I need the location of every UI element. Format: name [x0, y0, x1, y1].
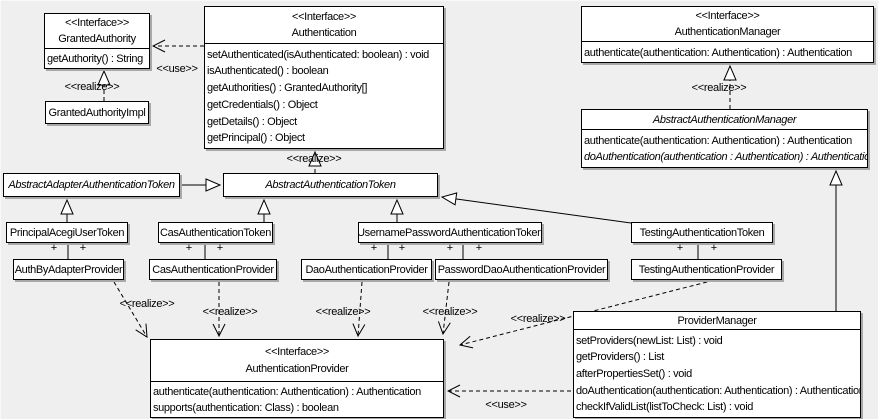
- association-plus-label: +: [50, 242, 58, 254]
- method: checkIfValidList(listToCheck: List) : vo…: [576, 401, 754, 414]
- edge-label-realize: <<realize>>: [286, 153, 342, 165]
- edge-label-realize: <<realize>>: [691, 82, 747, 94]
- class-name: ProviderManager: [677, 314, 757, 327]
- class-name: CasAuthenticationToken: [160, 226, 271, 239]
- class-stereotype: <<Interface>>: [695, 10, 760, 23]
- edge-label-use: <<use>>: [485, 399, 527, 411]
- edge-label-realize: <<realize>>: [510, 313, 566, 325]
- class-box-dao-authentication-provider[interactable]: DaoAuthenticationProvider: [301, 259, 432, 280]
- association-plus-label: +: [398, 242, 406, 254]
- class-box-testing-authentication-provider[interactable]: TestingAuthenticationProvider: [631, 259, 782, 280]
- method: getDetails() : Object: [207, 115, 297, 128]
- class-name: GrantedAuthority: [58, 32, 136, 45]
- edge-realize-daoauthenticationprovider[interactable]: [358, 281, 362, 336]
- class-name: TestingAuthenticationProvider: [638, 263, 775, 276]
- method: setProviders(newList: List) : void: [576, 334, 723, 347]
- class-box-username-password-authentication-token[interactable]: UsernamePasswordAuthenticationToken: [358, 222, 542, 243]
- edge-realize-passworddaoauthenticationprovider[interactable]: [443, 281, 449, 334]
- class-name: AuthenticationProvider: [245, 363, 349, 376]
- class-box-auth-by-adapter-provider[interactable]: AuthByAdapterProvider: [13, 259, 124, 280]
- class-name: PrincipalAcegiUserToken: [9, 226, 125, 239]
- method: doAuthentication(authentication: Authent…: [576, 384, 860, 397]
- class-name: AbstractAuthenticationToken: [265, 179, 396, 191]
- class-header: AbstractAuthenticationManager: [582, 110, 867, 129]
- class-stereotype: <<Interface>>: [292, 11, 356, 23]
- class-header: <<Interface>> GrantedAuthority: [45, 14, 149, 48]
- edge-label-realize: <<realize>>: [202, 306, 258, 318]
- class-box-password-dao-authentication-provider[interactable]: PasswordDaoAuthenticationProvider: [435, 259, 608, 280]
- class-name: AbstractAdapterAuthenticationToken: [8, 179, 175, 191]
- class-box-granted-authority-impl[interactable]: GrantedAuthorityImpl: [45, 101, 149, 124]
- association-plus-label: +: [676, 242, 684, 254]
- class-name: GrantedAuthorityImpl: [48, 106, 146, 119]
- class-box-cas-authentication-provider[interactable]: CasAuthenticationProvider: [149, 259, 277, 280]
- association-plus-label: +: [446, 242, 454, 254]
- association-plus-label: +: [79, 242, 87, 254]
- class-name: TestingAuthenticationToken: [639, 226, 765, 239]
- class-box-authentication[interactable]: <<Interface>> Authentication setAuthenti…: [204, 6, 444, 149]
- class-box-abstract-adapter-authentication-token[interactable]: AbstractAdapterAuthenticationToken: [3, 173, 180, 197]
- class-name: AuthByAdapterProvider: [14, 263, 123, 276]
- class-name: DaoAuthenticationProvider: [305, 263, 428, 276]
- class-header: <<Interface>> AuthenticationManager: [582, 7, 873, 41]
- method: doAuthentication(authentication : Authen…: [584, 151, 867, 164]
- association-plus-label: +: [475, 242, 483, 254]
- method: getAuthority() : String: [47, 53, 143, 65]
- class-methods: authenticate(authentication: Authenticat…: [582, 129, 867, 168]
- method: getAuthorities() : GrantedAuthority[]: [207, 82, 368, 95]
- class-header: <<Interface>> AuthenticationProvider: [151, 340, 443, 381]
- edge-label-realize: <<realize>>: [315, 306, 371, 318]
- association-plus-label: +: [185, 242, 193, 254]
- method: afterPropertiesSet() : void: [576, 367, 692, 380]
- class-methods: setProviders(newList: List) : void getPr…: [574, 329, 860, 418]
- class-box-authentication-provider[interactable]: <<Interface>> AuthenticationProvider aut…: [150, 339, 444, 418]
- class-name: CasAuthenticationProvider: [152, 263, 274, 276]
- edge-label-use: <<use>>: [156, 63, 198, 75]
- method: getPrincipal() : Object: [207, 132, 305, 145]
- edge-generalization-testingtoken-abstracttoken[interactable]: [442, 197, 632, 224]
- class-name: AuthenticationManager: [674, 25, 781, 38]
- edge-label-realize: <<realize>>: [422, 306, 478, 318]
- class-methods: getAuthority() : String: [45, 48, 149, 69]
- class-box-authentication-manager[interactable]: <<Interface>> AuthenticationManager auth…: [581, 6, 874, 63]
- method: getProviders() : List: [576, 351, 665, 364]
- class-methods: authenticate(authentication: Authenticat…: [582, 41, 873, 63]
- class-stereotype: <<Interface>>: [65, 17, 129, 30]
- class-methods: setAuthenticated(isAuthenticated: boolea…: [205, 43, 443, 149]
- edge-label-realize: <<realize>>: [119, 298, 175, 310]
- method: authenticate(authentication: Authenticat…: [584, 134, 852, 147]
- class-methods: authenticate(authentication: Authenticat…: [151, 381, 443, 418]
- class-box-cas-authentication-token[interactable]: CasAuthenticationToken: [158, 222, 273, 243]
- method: authenticate(authentication: Authenticat…: [153, 386, 421, 398]
- method: supports(authentication: Class) : boolea…: [153, 402, 339, 414]
- association-plus-label: +: [710, 242, 718, 254]
- class-box-principal-acegi-user-token[interactable]: PrincipalAcegiUserToken: [6, 222, 128, 243]
- class-name: PasswordDaoAuthenticationProvider: [437, 263, 606, 276]
- association-plus-label: +: [216, 242, 224, 254]
- class-stereotype: <<Interface>>: [265, 345, 329, 358]
- class-box-granted-authority[interactable]: <<Interface>> GrantedAuthority getAuthor…: [44, 13, 150, 69]
- method: authenticate(authentication: Authenticat…: [584, 46, 852, 59]
- class-box-abstract-authentication-manager[interactable]: AbstractAuthenticationManager authentica…: [581, 109, 868, 168]
- class-box-testing-authentication-token[interactable]: TestingAuthenticationToken: [631, 222, 773, 243]
- class-name: Authentication: [291, 27, 357, 39]
- class-name: AbstractAuthenticationManager: [652, 113, 797, 126]
- class-box-provider-manager[interactable]: ProviderManager setProviders(newList: Li…: [573, 311, 861, 418]
- class-header: <<Interface>> Authentication: [205, 7, 443, 43]
- edge-realize-authbyadapterprovider[interactable]: [113, 281, 147, 337]
- method: isAuthenticated() : boolean: [207, 65, 329, 78]
- association-plus-label: +: [370, 242, 378, 254]
- edge-label-realize: <<realize>>: [64, 81, 120, 93]
- method: getCredentials() : Object: [207, 98, 318, 111]
- class-box-abstract-authentication-token[interactable]: AbstractAuthenticationToken: [223, 173, 438, 197]
- class-name: UsernamePasswordAuthenticationToken: [358, 226, 542, 239]
- method: setAuthenticated(isAuthenticated: boolea…: [207, 48, 429, 61]
- class-header: ProviderManager: [574, 312, 860, 329]
